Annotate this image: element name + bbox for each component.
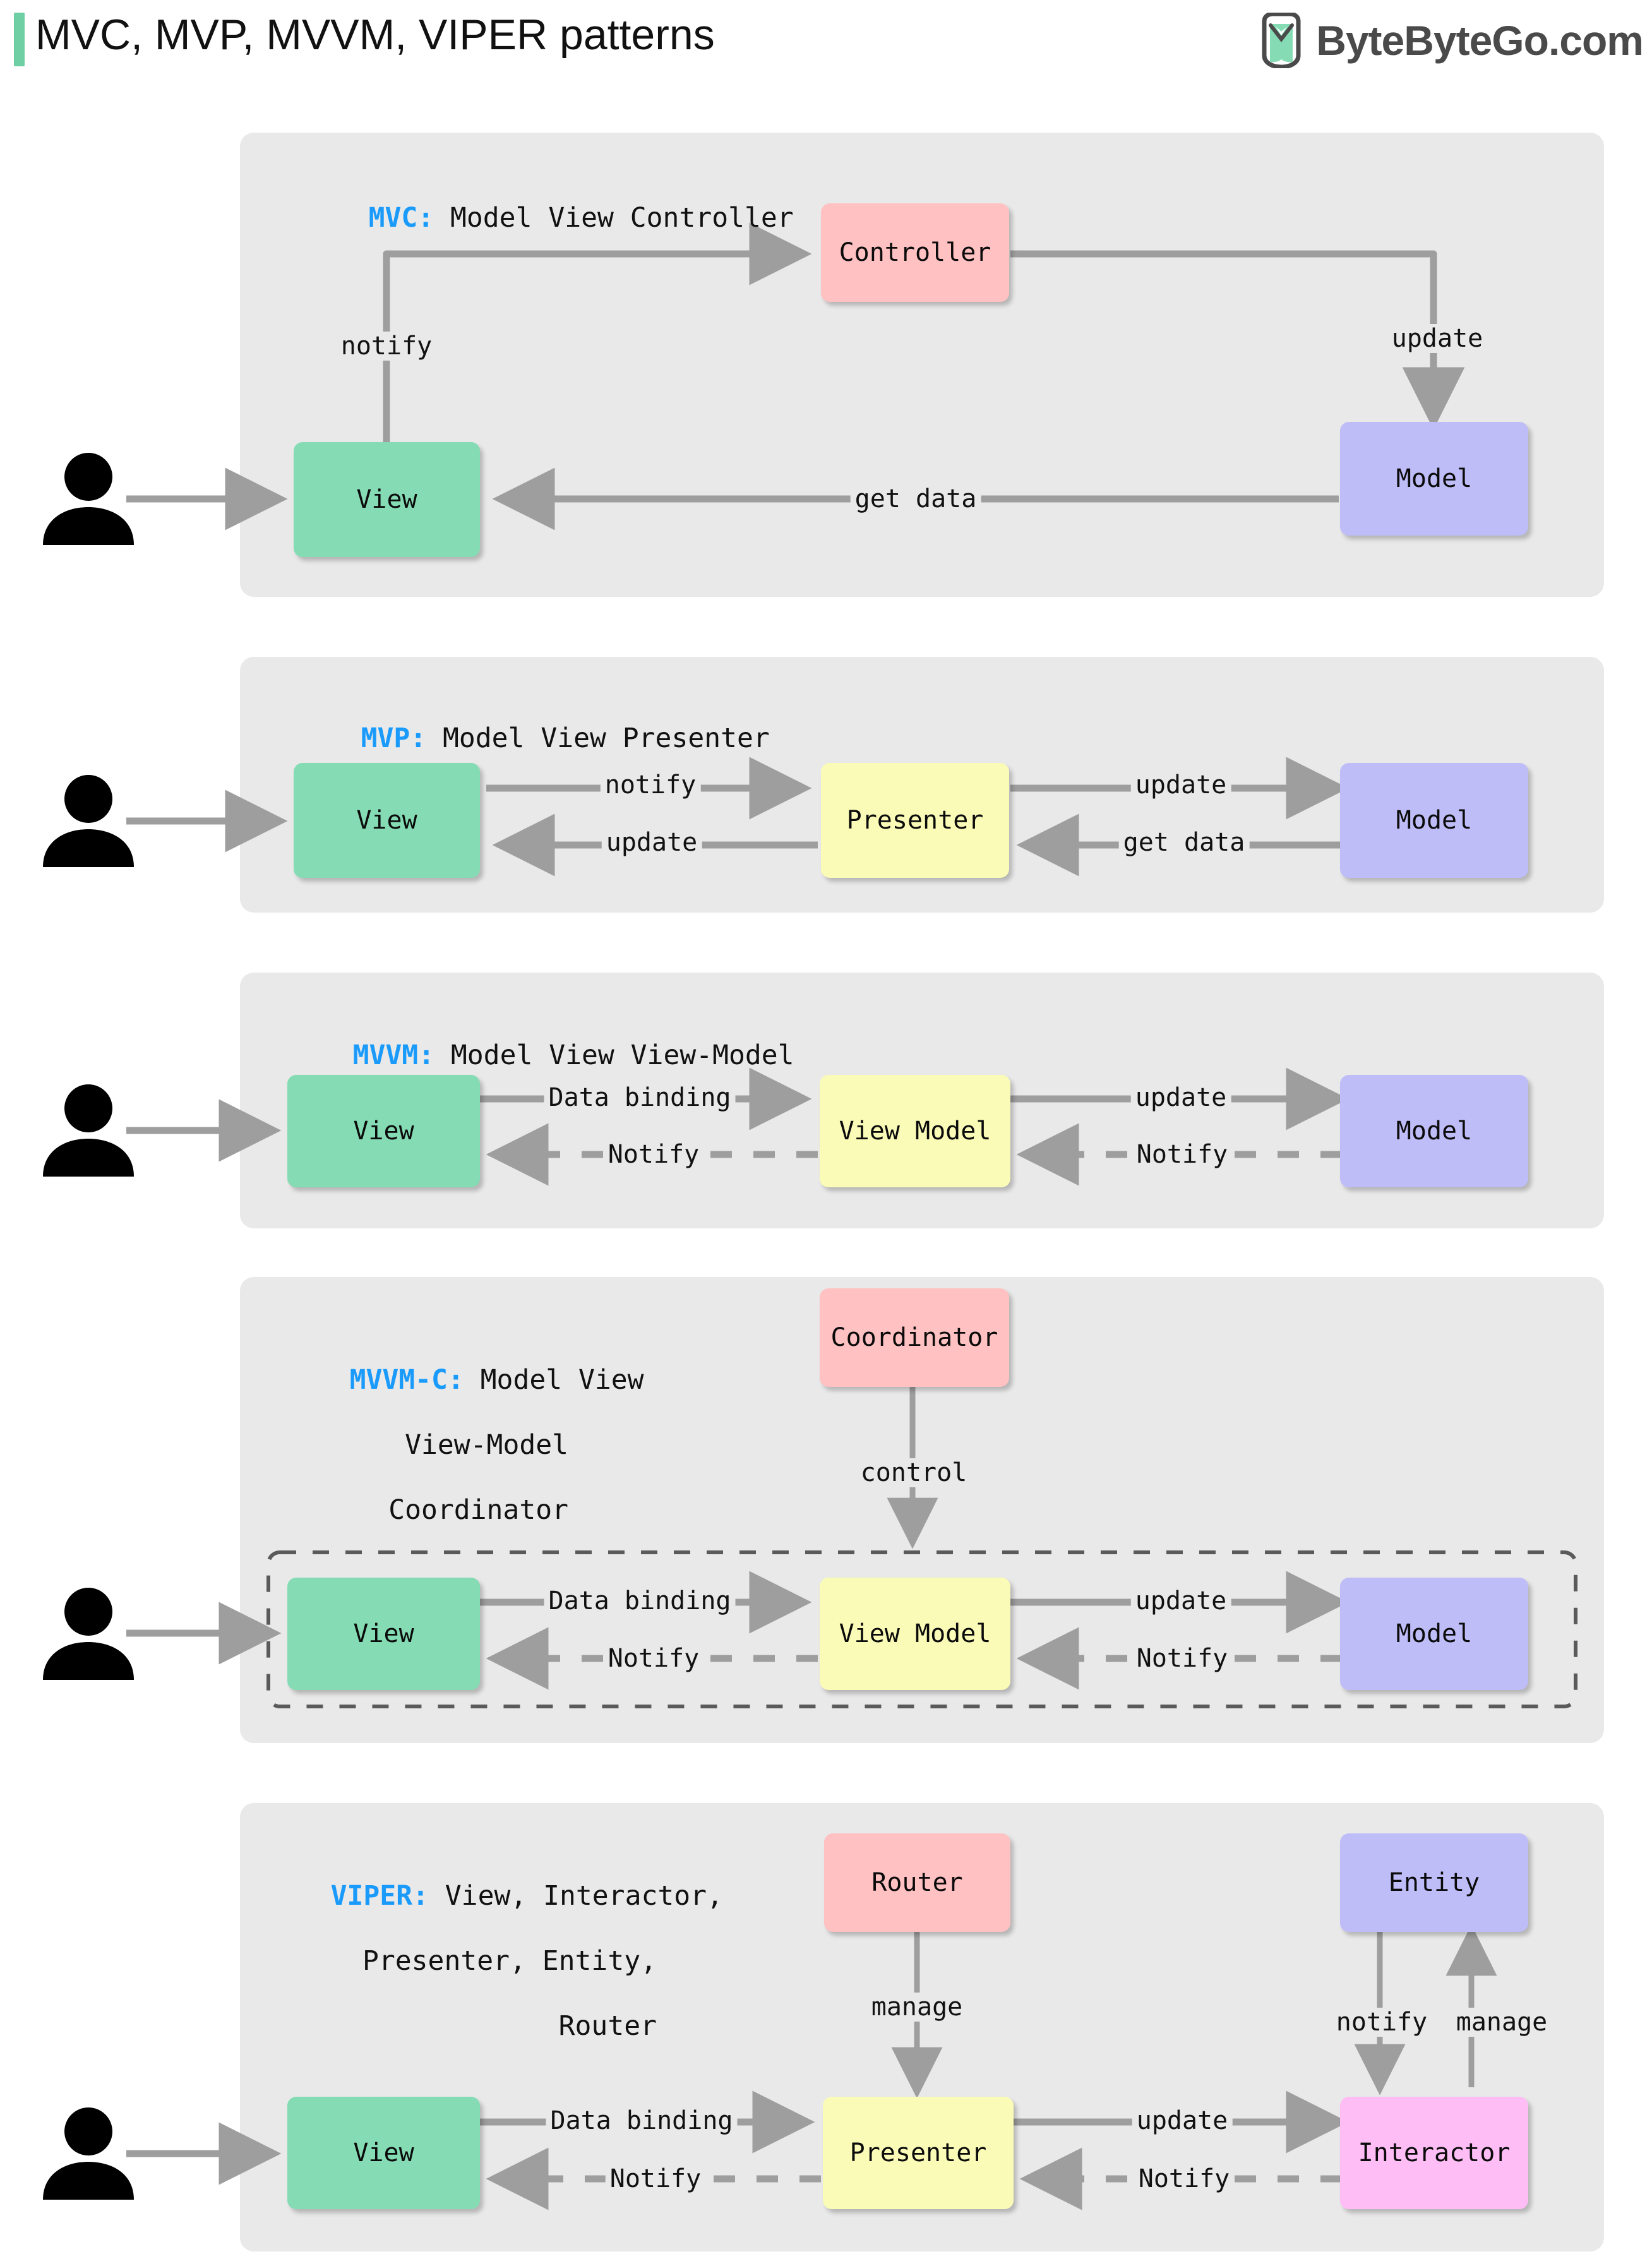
user-icon bbox=[43, 1588, 134, 1680]
caption-mvvm: MVVM: Model View View-Model bbox=[287, 1007, 794, 1105]
node-label: Model bbox=[1396, 1117, 1473, 1146]
edge-label-mvvmc-update: update bbox=[1130, 1586, 1231, 1616]
node-label: Model bbox=[1396, 1619, 1473, 1648]
edge-label-mvvmc-notify-r: Notify bbox=[1132, 1644, 1233, 1673]
user-icon bbox=[43, 453, 134, 545]
bytebytego-logo-icon bbox=[1262, 13, 1301, 68]
node-label: Presenter bbox=[846, 806, 984, 835]
edge-label-mvp-update-r: update bbox=[1130, 770, 1231, 800]
caption-key-mvvm: MVVM: bbox=[352, 1039, 435, 1071]
edge-label-mvvmc-notify-l: Notify bbox=[603, 1644, 704, 1673]
node-mvvm-view[interactable]: View bbox=[287, 1075, 480, 1187]
node-label: Interactor bbox=[1358, 2138, 1511, 2167]
brand-logo: ByteByteGo.com bbox=[1258, 11, 1644, 69]
caption-rest-mvp: Model View Presenter bbox=[426, 722, 770, 754]
node-label: Model bbox=[1396, 806, 1473, 835]
edge-label-viper-notify-entity: notify bbox=[1331, 2008, 1432, 2037]
edge-label-mvc-get-data: get data bbox=[850, 484, 981, 513]
caption-key-viper: VIPER: bbox=[330, 1879, 429, 1912]
edge-label-mvvmc-control: control bbox=[856, 1458, 972, 1487]
node-label: Presenter bbox=[849, 2138, 987, 2167]
edge-label-viper-data-binding: Data binding bbox=[546, 2106, 738, 2135]
edge-label-mvc-notify: notify bbox=[336, 332, 437, 361]
node-label: View Model bbox=[839, 1619, 991, 1648]
node-label: Coordinator bbox=[830, 1323, 998, 1352]
user-icon bbox=[43, 1084, 134, 1177]
caption-mvvmc: MVVM-C: Model View View-Model Coordinato… bbox=[284, 1331, 644, 1559]
user-icon bbox=[43, 2107, 134, 2200]
node-mvp-presenter[interactable]: Presenter bbox=[821, 763, 1009, 878]
edge-label-mvvmc-data-binding: Data binding bbox=[544, 1586, 736, 1616]
user-icon bbox=[43, 775, 134, 867]
node-label: View bbox=[356, 485, 417, 514]
node-mvvm-view-model[interactable]: View Model bbox=[820, 1075, 1010, 1187]
node-viper-presenter[interactable]: Presenter bbox=[823, 2097, 1014, 2209]
node-label: Router bbox=[871, 1868, 963, 1897]
page-title: MVC, MVP, MVVM, VIPER patterns bbox=[35, 11, 715, 59]
edge-label-viper-manage-entity: manage bbox=[1451, 2008, 1552, 2037]
node-mvc-model[interactable]: Model bbox=[1340, 422, 1528, 536]
caption-rest-mvc: Model View Controller bbox=[434, 201, 794, 234]
caption-viper: VIPER: View, Interactor, Presenter, Enti… bbox=[265, 1847, 723, 2075]
node-viper-view[interactable]: View bbox=[287, 2097, 480, 2209]
edge-label-viper-manage-router: manage bbox=[866, 1993, 967, 2022]
page-header: MVC, MVP, MVVM, VIPER patterns ByteByteG… bbox=[0, 0, 1652, 82]
caption-line3-mvvmc: Coordinator bbox=[388, 1494, 568, 1526]
caption-key-mvvmc: MVVM-C: bbox=[349, 1364, 464, 1396]
caption-mvc: MVC: Model View Controller bbox=[303, 169, 794, 267]
edge-label-viper-notify-r: Notify bbox=[1134, 2164, 1235, 2193]
node-label: View bbox=[353, 1117, 414, 1146]
node-label: View bbox=[356, 806, 417, 835]
caption-line3-viper: Router bbox=[558, 2010, 657, 2042]
edge-label-mvp-get-data: get data bbox=[1118, 828, 1250, 857]
edge-label-mvvm-notify-r: Notify bbox=[1132, 1140, 1233, 1169]
node-mvvmc-coordinator[interactable]: Coordinator bbox=[820, 1288, 1009, 1387]
caption-rest-viper: View, Interactor, bbox=[428, 1879, 723, 1912]
node-mvp-view[interactable]: View bbox=[294, 763, 480, 878]
edge-label-viper-update: update bbox=[1132, 2106, 1233, 2135]
node-mvvm-model[interactable]: Model bbox=[1340, 1075, 1528, 1187]
node-label: View Model bbox=[839, 1117, 991, 1146]
node-label: View bbox=[353, 1619, 414, 1648]
caption-rest-mvvmc: Model View bbox=[464, 1364, 644, 1396]
accent-bar bbox=[14, 13, 25, 66]
caption-line2-mvvmc: View-Model bbox=[405, 1429, 568, 1461]
edge-label-mvvm-notify-l: Notify bbox=[603, 1140, 704, 1169]
node-label: Model bbox=[1396, 464, 1473, 493]
node-viper-router[interactable]: Router bbox=[824, 1833, 1010, 1932]
node-label: Controller bbox=[839, 238, 991, 267]
edge-label-mvvm-data-binding: Data binding bbox=[544, 1083, 736, 1112]
node-label: View bbox=[353, 2138, 414, 2167]
node-mvvmc-model[interactable]: Model bbox=[1340, 1578, 1528, 1690]
node-mvvmc-view-model[interactable]: View Model bbox=[820, 1578, 1010, 1690]
edge-label-mvvm-update: update bbox=[1130, 1083, 1231, 1112]
caption-key-mvc: MVC: bbox=[368, 201, 434, 234]
caption-key-mvp: MVP: bbox=[361, 722, 427, 754]
edge-label-mvp-notify: notify bbox=[600, 770, 701, 800]
edge-label-viper-notify-l: Notify bbox=[605, 2164, 706, 2193]
node-mvc-controller[interactable]: Controller bbox=[821, 203, 1009, 302]
edge-label-mvp-update-l: update bbox=[601, 828, 702, 857]
node-mvc-view[interactable]: View bbox=[294, 442, 480, 557]
caption-rest-mvvm: Model View View-Model bbox=[434, 1039, 794, 1071]
node-viper-interactor[interactable]: Interactor bbox=[1340, 2097, 1528, 2209]
brand-name: ByteByteGo.com bbox=[1316, 17, 1644, 64]
caption-mvp: MVP: Model View Presenter bbox=[296, 690, 770, 788]
node-mvvmc-view[interactable]: View bbox=[287, 1578, 480, 1690]
caption-line2-viper: Presenter, Entity, bbox=[362, 1945, 657, 1977]
node-mvp-model[interactable]: Model bbox=[1340, 763, 1528, 878]
edge-label-mvc-update: update bbox=[1387, 324, 1488, 353]
node-viper-entity[interactable]: Entity bbox=[1340, 1833, 1528, 1932]
node-label: Entity bbox=[1388, 1868, 1480, 1897]
